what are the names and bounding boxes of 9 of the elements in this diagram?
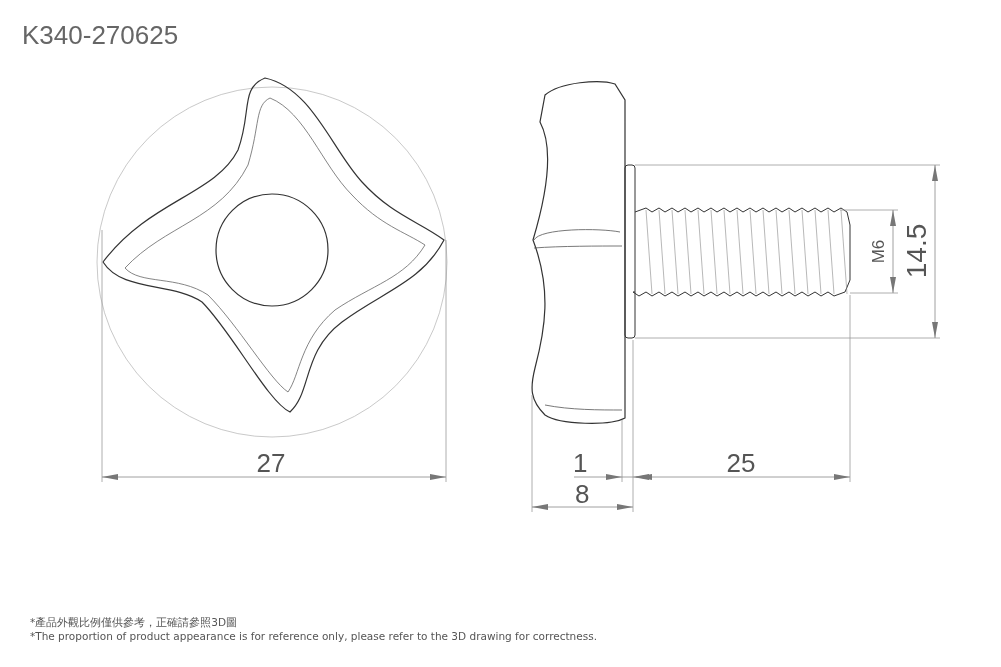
dimension-text: 1 (573, 450, 588, 476)
dimension-text: 25 (726, 450, 756, 476)
dimension-text: 8 (575, 481, 590, 507)
note-text: *產品外觀比例僅供參考，正確請參照3D圖 (30, 617, 237, 628)
dimension-text: 14.5 (902, 223, 931, 279)
dimension-text: 27 (256, 450, 286, 476)
drawing-number: K340-270625 (22, 22, 179, 48)
note-text: *The proportion of product appearance is for reference only, please refer to the 3D drawing for correctness. (30, 631, 597, 642)
dimension-text: M6 (870, 239, 888, 263)
